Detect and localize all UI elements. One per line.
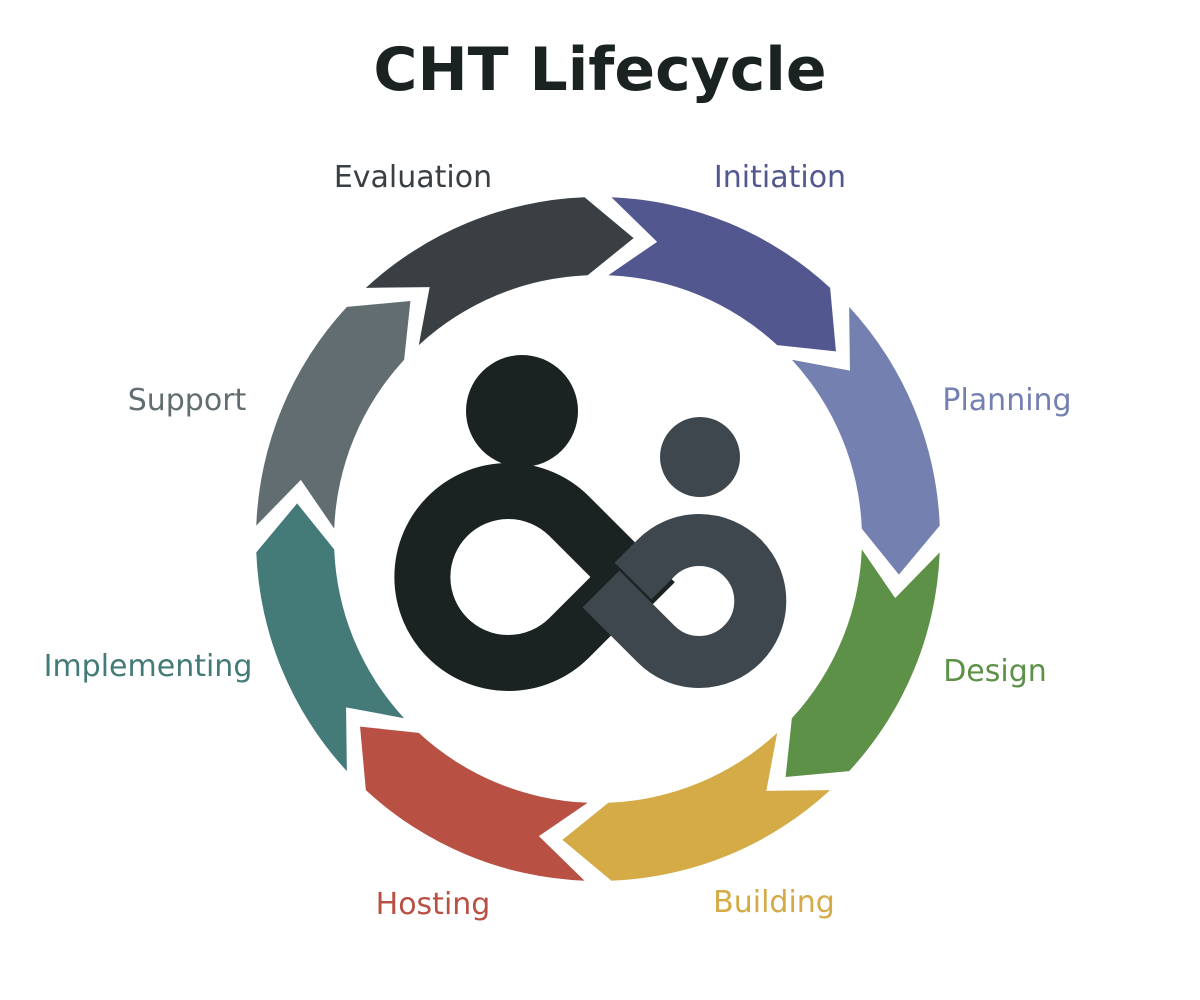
stage-label-design: Design bbox=[943, 654, 1047, 689]
stage-label-support: Support bbox=[128, 383, 247, 418]
segment-evaluation bbox=[365, 197, 634, 346]
page-title: CHT Lifecycle bbox=[373, 35, 827, 105]
segment-planning bbox=[791, 306, 940, 575]
segment-support bbox=[256, 301, 411, 529]
lifecycle-ring bbox=[256, 197, 940, 881]
stage-label-hosting: Hosting bbox=[376, 887, 491, 922]
segment-design bbox=[785, 549, 940, 777]
segment-implementing bbox=[256, 503, 405, 772]
stage-label-planning: Planning bbox=[942, 383, 1071, 418]
stage-label-building: Building bbox=[713, 885, 835, 920]
logo-head-slate bbox=[660, 417, 740, 497]
segment-hosting bbox=[360, 726, 588, 881]
logo-loop-dark bbox=[394, 463, 675, 691]
stage-label-initiation: Initiation bbox=[714, 160, 846, 195]
cht-logo bbox=[394, 355, 787, 691]
logo-head-dark bbox=[466, 355, 578, 467]
stage-label-evaluation: Evaluation bbox=[334, 160, 492, 195]
stage-label-implementing: Implementing bbox=[44, 649, 253, 684]
segment-initiation bbox=[608, 197, 836, 352]
segment-building bbox=[562, 732, 831, 881]
logo-loop-slate bbox=[582, 514, 787, 688]
